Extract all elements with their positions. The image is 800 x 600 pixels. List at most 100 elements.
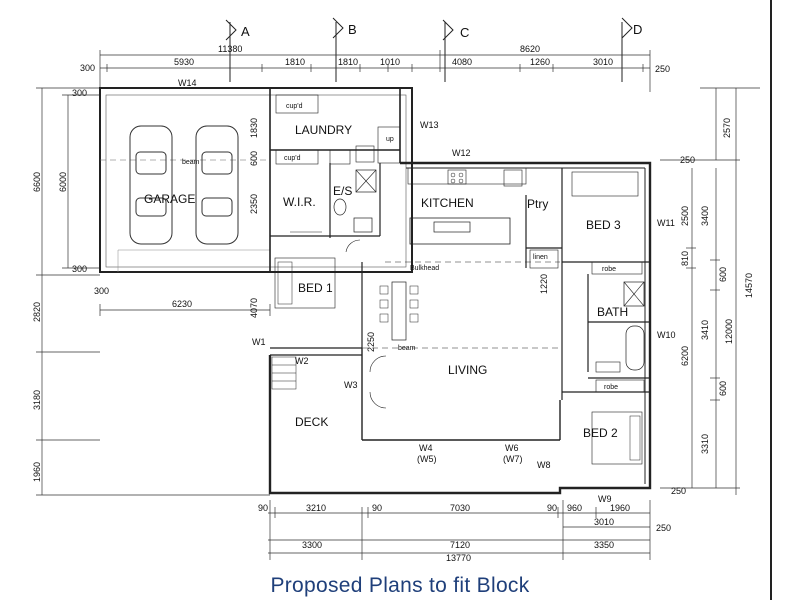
room-bed2: BED 2	[583, 426, 618, 440]
dim-right-2500: 2500	[680, 206, 690, 226]
dim-left-6000: 6000	[58, 172, 68, 192]
dim-top-1810-b: 1810	[338, 57, 358, 67]
room-bed3: BED 3	[586, 218, 621, 232]
bottom-dimensions	[268, 500, 651, 560]
bed2	[562, 391, 650, 465]
car-icon-right	[195, 125, 239, 245]
dim-left-300-a: 300	[72, 88, 87, 98]
dim-bottom-7120: 7120	[450, 540, 470, 550]
dim-right-250-b: 250	[671, 486, 686, 496]
dim-bottom-3010: 3010	[594, 517, 614, 527]
dim-top-5930: 5930	[174, 57, 194, 67]
living	[361, 281, 561, 441]
bath	[587, 274, 650, 393]
stair-up-label: up	[386, 136, 394, 143]
room-garage: GARAGE	[144, 192, 195, 206]
dim-right-2570: 2570	[722, 118, 732, 138]
dim-bottom-90-a: 90	[258, 503, 268, 513]
room-laundry: LAUNDRY	[295, 123, 352, 137]
grid-line-d: D	[621, 17, 642, 82]
pantry	[525, 168, 563, 400]
grid-line-c: C	[442, 19, 469, 82]
dim-right-12000: 12000	[724, 319, 734, 344]
plan-caption: Proposed Plans to fit Block	[270, 574, 530, 597]
room-living: LIVING	[448, 363, 487, 377]
grid-marker-c: C	[460, 25, 469, 40]
dim-right-250-a: 250	[680, 155, 695, 165]
room-deck: DECK	[295, 415, 328, 429]
window-w3: W3	[344, 380, 358, 390]
top-dimensions	[99, 50, 651, 92]
robe-bed3-label: robe	[602, 266, 616, 273]
dim-bottom-3300: 3300	[302, 540, 322, 550]
deck	[270, 354, 362, 390]
car-icon-left	[129, 125, 173, 245]
dim-top-1810-a: 1810	[285, 57, 305, 67]
window-w2: W2	[295, 356, 309, 366]
dim-left-300-b: 300	[72, 264, 87, 274]
dim-top-250: 250	[655, 64, 670, 74]
window-w5: (W5)	[417, 454, 437, 464]
cupd-lower-label: cup'd	[284, 155, 301, 162]
dim-bottom-250: 250	[656, 523, 671, 533]
dim-right-600-b: 600	[718, 381, 728, 396]
room-bath: BATH	[597, 305, 628, 319]
window-w8: W8	[537, 460, 551, 470]
right-dimensions	[660, 87, 760, 495]
dim-int-1220: 1220	[539, 274, 549, 294]
dim-top-8620: 8620	[520, 44, 540, 54]
dim-top-4080: 4080	[452, 57, 472, 67]
window-w7: (W7)	[503, 454, 523, 464]
dim-top-300: 300	[80, 63, 95, 73]
dim-bottom-7030: 7030	[450, 503, 470, 513]
bed3	[562, 171, 650, 275]
dim-top-1260: 1260	[530, 57, 550, 67]
dim-right-3400: 3400	[700, 206, 710, 226]
dim-right-6200: 6200	[680, 346, 690, 366]
dim-right-14570: 14570	[744, 273, 754, 298]
grid-marker-b: B	[348, 22, 357, 37]
house-outline	[268, 161, 652, 495]
dim-bottom-960: 960	[567, 503, 582, 513]
dim-right-600-a: 600	[718, 267, 728, 282]
window-w13: W13	[420, 120, 439, 130]
dim-left-2820: 2820	[32, 302, 42, 322]
window-w11: W11	[657, 218, 675, 228]
dim-bottom-1960: 1960	[610, 503, 630, 513]
dim-left-300-c: 300	[94, 286, 109, 296]
wir-ensuite	[270, 163, 381, 253]
grid-line-b: B	[332, 17, 357, 82]
window-w6: W6	[505, 443, 519, 453]
dim-right-3410: 3410	[700, 320, 710, 340]
window-w9: W9	[598, 494, 612, 504]
dim-top-1010: 1010	[380, 57, 400, 67]
dim-bottom-90-b: 90	[372, 503, 382, 513]
dim-int-2250: 2250	[366, 332, 376, 352]
dim-bottom-90-c: 90	[547, 503, 557, 513]
room-kitchen: KITCHEN	[421, 196, 474, 210]
garage	[99, 87, 413, 273]
dim-left-6230: 6230	[172, 299, 192, 309]
dim-right-3310: 3310	[700, 434, 710, 454]
window-w12: W12	[452, 148, 471, 158]
dim-bottom-3210: 3210	[306, 503, 326, 513]
dim-left-1960: 1960	[32, 462, 42, 482]
dim-left-3180: 3180	[32, 390, 42, 410]
robe-bed2-label: robe	[604, 384, 618, 391]
bulkhead-label: Bulkhead	[410, 265, 439, 272]
window-w4: W4	[419, 443, 433, 453]
dim-bottom-3350: 3350	[594, 540, 614, 550]
window-w14: W14	[178, 78, 197, 88]
room-wir: W.I.R.	[283, 195, 316, 209]
grid-marker-d: D	[633, 22, 642, 37]
laundry	[269, 88, 401, 272]
grid-marker-a: A	[241, 24, 250, 39]
cupd-top-label: cup'd	[286, 103, 303, 110]
dim-top-3010: 3010	[593, 57, 613, 67]
grid-line-a: A	[225, 19, 250, 82]
dim-right-810: 810	[680, 251, 690, 266]
living-beam-label: beam	[398, 345, 416, 352]
dim-int-2350: 2350	[249, 194, 259, 214]
left-dimensions	[36, 87, 271, 496]
